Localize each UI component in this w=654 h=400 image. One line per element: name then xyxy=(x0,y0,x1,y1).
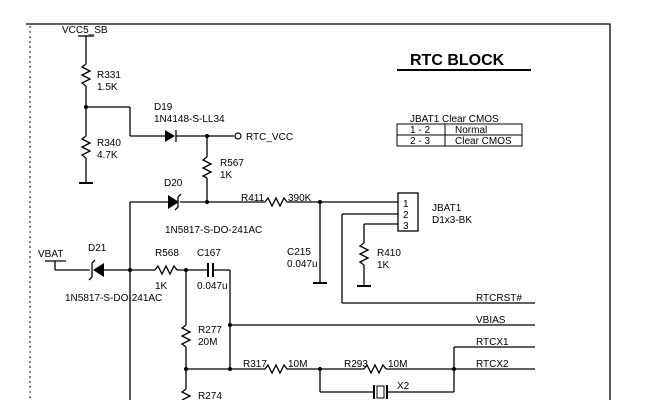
net-rtc-vcc-label: RTC_VCC xyxy=(246,132,293,143)
r293-resistor xyxy=(363,363,387,375)
r410-resistor xyxy=(358,242,370,266)
r293-value: 10M xyxy=(388,359,407,370)
d21-diode xyxy=(93,263,104,277)
r317-value: 10M xyxy=(288,359,307,370)
jumper-table-header: JBAT1 Clear CMOS xyxy=(410,114,499,125)
rtc-vcc-terminal xyxy=(234,132,242,140)
r411-resistor xyxy=(264,196,288,208)
net-rtcx2-label: RTCX2 xyxy=(476,359,509,370)
r568-resistor xyxy=(154,264,178,276)
r567-ref: R567 xyxy=(220,158,244,169)
junction xyxy=(452,367,456,371)
r410-ref: R410 xyxy=(377,248,401,259)
jumper-row-2-pins: 2 - 3 xyxy=(410,136,430,147)
r331-resistor xyxy=(80,63,92,87)
r317-ref: R317 xyxy=(243,359,267,370)
r567-resistor xyxy=(201,156,213,179)
jbat1-pin-3: 3 xyxy=(403,221,409,232)
d20-ref: D20 xyxy=(164,178,183,189)
d21-ref: D21 xyxy=(88,243,107,254)
jbat1-part: D1x3-BK xyxy=(432,215,472,226)
r277-ref: R277 xyxy=(198,325,222,336)
x2-ref: X2 xyxy=(397,381,410,392)
d21-part: 1N5817-S-DO-241AC xyxy=(65,293,162,304)
r411-value: 390K xyxy=(288,193,312,204)
d21-schottky-bar xyxy=(88,259,96,281)
c167-ref: C167 xyxy=(197,248,221,259)
r568-ref: R568 xyxy=(155,248,179,259)
r293-ref: R293 xyxy=(344,359,368,370)
c215-ref: C215 xyxy=(287,247,311,258)
net-rtcx1-label: RTCX1 xyxy=(476,337,509,348)
r340-resistor xyxy=(80,135,92,159)
jbat1-connector xyxy=(397,192,419,232)
r317-resistor xyxy=(264,363,288,375)
c167-value: 0.047u xyxy=(197,281,228,292)
net-vcc5-sb-label: VCC5_SB xyxy=(62,25,108,36)
r411-ref: R411 xyxy=(241,193,265,204)
d20-schottky-bar xyxy=(174,193,182,211)
x2-crystal-body xyxy=(376,385,385,399)
page-border xyxy=(26,23,611,400)
r277-resistor xyxy=(180,324,192,348)
r274-resistor xyxy=(180,388,192,400)
r331-value: 1.5K xyxy=(97,82,118,93)
jbat1-pin-1: 1 xyxy=(403,199,409,210)
d19-ref: D19 xyxy=(154,102,173,113)
net-rtcrst-label: RTCRST# xyxy=(476,293,522,304)
r568-value: 1K xyxy=(155,281,168,292)
r340-ref: R340 xyxy=(97,138,121,149)
junction xyxy=(228,367,232,371)
jbat1-ref: JBAT1 xyxy=(432,203,462,214)
jumper-row-1-mode: Normal xyxy=(455,125,487,136)
d19-diode xyxy=(165,130,175,142)
r277-value: 20M xyxy=(198,337,217,348)
d20-part: 1N5817-S-DO-241AC xyxy=(165,225,262,236)
r331-ref: R331 xyxy=(97,70,121,81)
d19-part: 1N4148-S-LL34 xyxy=(154,114,225,125)
block-title: RTC BLOCK xyxy=(410,52,505,69)
d20-diode xyxy=(168,195,179,209)
r274-ref: R274 xyxy=(198,391,222,400)
r410-value: 1K xyxy=(377,260,390,271)
jumper-row-2-mode: Clear CMOS xyxy=(455,136,512,147)
junction xyxy=(228,323,232,327)
r567-value: 1K xyxy=(220,170,233,181)
jbat1-pin-2: 2 xyxy=(403,210,409,221)
r340-value: 4.7K xyxy=(97,150,118,161)
jumper-row-1-pins: 1 - 2 xyxy=(410,125,430,136)
net-vbat-label: VBAT xyxy=(38,249,63,260)
c215-value: 0.047u xyxy=(287,259,318,270)
net-vbias-label: VBIAS xyxy=(476,315,506,326)
jumper-table: JBAT1 Clear CMOS 1 - 2 Normal 2 - 3 Clea… xyxy=(396,114,523,147)
